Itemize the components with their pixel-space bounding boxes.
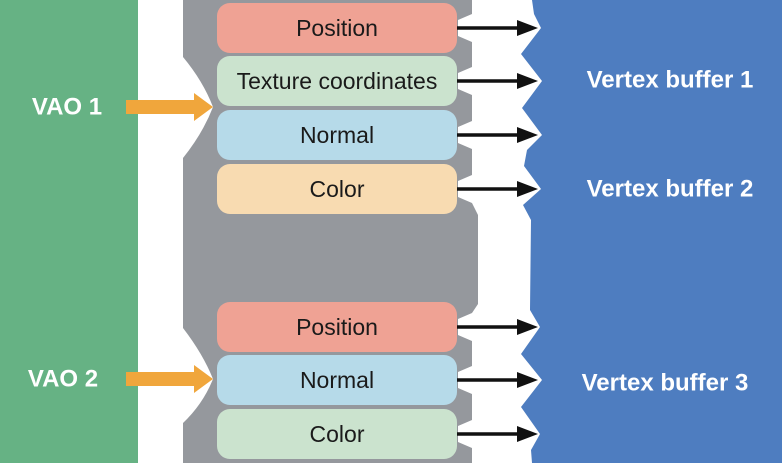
attribute-box-label: Color — [310, 176, 365, 202]
attribute-box — [217, 56, 457, 106]
attribute-box-label: Position — [296, 15, 378, 41]
buffer-label-2: Vertex buffer 2 — [587, 176, 754, 203]
buffer-arrow-icon — [457, 127, 538, 143]
buffer-arrow-icon — [457, 372, 538, 388]
buffer-arrow-icon — [457, 181, 538, 197]
vao1-arrow-icon — [126, 93, 213, 121]
buffer-arrow-icon — [457, 20, 538, 36]
arrow-head — [517, 372, 538, 388]
arrow-head — [517, 426, 538, 442]
attribute-box — [217, 3, 457, 53]
vao1-attribute-group: Position Texture coordinates Normal Colo… — [217, 3, 457, 214]
attribute-box-label: Normal — [300, 367, 374, 393]
attribute-box — [217, 164, 457, 214]
buffer-arrow-icon — [457, 73, 538, 89]
buffer-arrow-icon — [457, 319, 538, 335]
vao1-label: VAO 1 — [32, 94, 102, 121]
arrow-head — [517, 319, 538, 335]
attribute-box-label: Texture coordinates — [237, 68, 438, 94]
arrow-head — [517, 20, 538, 36]
arrow-head — [517, 127, 538, 143]
arrow-head — [517, 181, 538, 197]
attribute-box — [217, 110, 457, 160]
vao2-label: VAO 2 — [28, 366, 98, 393]
attribute-box-label: Position — [296, 314, 378, 340]
vao-band — [0, 0, 138, 463]
arrow-head — [517, 73, 538, 89]
attribute-box — [217, 355, 457, 405]
attribute-box — [217, 302, 457, 352]
vao2-arrow-icon — [126, 365, 213, 393]
buffer-arrow-icon — [457, 426, 538, 442]
buffer-band — [521, 0, 782, 463]
attribute-box-label: Color — [310, 421, 365, 447]
buffer-label-1: Vertex buffer 1 — [587, 67, 754, 94]
attribute-box-label: Normal — [300, 122, 374, 148]
buffer-label-3: Vertex buffer 3 — [582, 370, 749, 397]
vao2-attribute-group: Position Normal Color — [217, 302, 457, 459]
attribute-box — [217, 409, 457, 459]
